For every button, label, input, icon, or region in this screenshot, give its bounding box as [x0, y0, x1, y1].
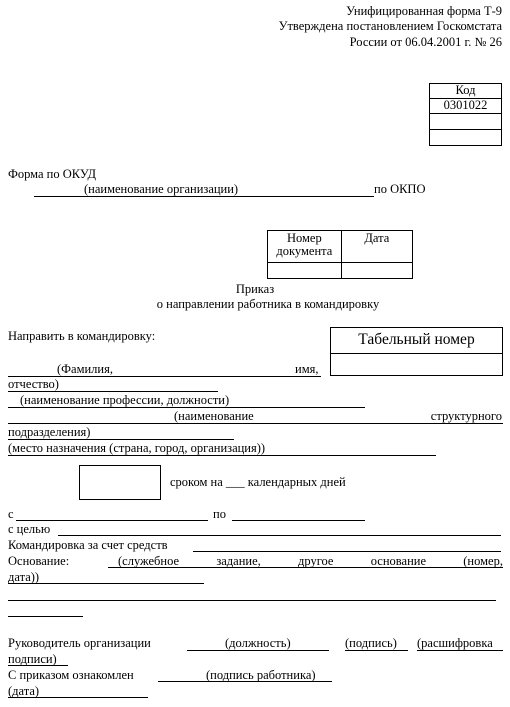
date-to-line[interactable]: [232, 520, 365, 521]
profession-line[interactable]: [8, 407, 365, 408]
code-okpo-cell[interactable]: [429, 113, 502, 130]
doc-number-header: Номер документа: [267, 230, 342, 263]
fio-line[interactable]: [8, 376, 321, 377]
basis-line-4[interactable]: [8, 616, 83, 617]
code-extra-cell[interactable]: [429, 129, 502, 146]
doc-number-cell[interactable]: [267, 262, 342, 279]
fio-surname-caption: (Фамилия,: [57, 362, 113, 376]
head-decoding-line-2[interactable]: [8, 665, 68, 666]
ack-signature-caption: (подпись работника): [206, 668, 316, 682]
doc-date-header: Дата: [340, 230, 414, 263]
destination-caption: (место назначения (страна, город, органи…: [8, 441, 266, 455]
basis-caption-5: (номер,: [463, 554, 503, 568]
subdivision-caption-1: (наименование: [174, 409, 254, 423]
doc-date-cell[interactable]: [340, 262, 414, 279]
basis-line-2[interactable]: [8, 583, 204, 584]
code-table: Код 0301022: [429, 83, 502, 146]
subdivision-caption-3: подразделения): [8, 425, 91, 439]
org-name-line[interactable]: [34, 196, 374, 197]
basis-label: Основание:: [8, 554, 70, 568]
subdivision-caption-2: структурного: [430, 409, 502, 423]
subdivision-line-2[interactable]: [8, 439, 234, 440]
code-label: Код: [429, 83, 502, 99]
term-days-box[interactable]: [79, 465, 161, 500]
form-header-line-1: Унифицированная форма Т-9: [346, 4, 502, 18]
head-signature-caption: (подпись): [345, 636, 397, 650]
basis-line[interactable]: [108, 567, 503, 568]
tab-number-value[interactable]: [331, 354, 502, 375]
basis-caption-3: другое: [298, 554, 334, 568]
form-header-line-3: России от 06.04.2001 г. № 26: [349, 35, 502, 49]
head-decoding-caption: (расшифровка: [417, 636, 493, 650]
profession-caption: (наименование профессии, должности): [20, 393, 230, 407]
purpose-label: с целью: [8, 522, 51, 536]
head-position-line[interactable]: [187, 650, 329, 651]
purpose-line[interactable]: [58, 535, 501, 536]
date-from-line[interactable]: [16, 520, 208, 521]
date-to-label: по: [213, 507, 226, 521]
doc-number-date-table: Номер документа Дата: [267, 230, 414, 279]
head-position-caption: (должность): [225, 636, 291, 650]
send-label: Направить в командировку:: [8, 329, 156, 343]
term-label: сроком на ___ календарных дней: [170, 475, 346, 489]
head-decoding-line[interactable]: [417, 650, 503, 651]
basis-caption-row: (служебное задание, другое основание (но…: [118, 554, 503, 568]
basis-caption-6: дата)): [8, 570, 40, 584]
order-title: Приказ: [235, 282, 275, 296]
basis-caption-2: задание,: [216, 554, 261, 568]
tab-number-label: Табельный номер: [358, 331, 475, 348]
funding-label: Командировка за счет средств: [8, 538, 168, 552]
order-subtitle: о направлении работника в командировку: [156, 297, 380, 311]
tab-number-box: [330, 327, 503, 376]
basis-caption-4: основание: [370, 554, 426, 568]
date-from-label: с: [8, 507, 14, 521]
fio-name-caption: имя,: [295, 362, 319, 376]
fio-patronymic-caption: отчество): [8, 377, 59, 391]
form-okud-label: Форма по ОКУД: [8, 167, 96, 181]
basis-caption-1: (служебное: [118, 554, 180, 568]
ack-date-caption: (дата): [8, 684, 40, 698]
ack-signature-line[interactable]: [158, 681, 332, 682]
form-header-line-2: Утверждена постановлением Госкомстата: [278, 19, 502, 33]
subdivision-line[interactable]: [8, 423, 503, 424]
funding-line[interactable]: [193, 551, 501, 552]
org-name-caption: (наименование организации): [84, 182, 239, 196]
tab-number-divider: [330, 353, 502, 354]
fio-line-2[interactable]: [8, 391, 218, 392]
ack-date-line[interactable]: [8, 697, 148, 698]
okpo-label: по ОКПО: [374, 182, 426, 196]
head-decoding-caption-2: подписи): [8, 652, 57, 666]
code-okud-value: 0301022: [429, 98, 502, 114]
head-signature-line[interactable]: [345, 650, 408, 651]
destination-line[interactable]: [8, 455, 436, 456]
ack-label: С приказом ознакомлен: [8, 668, 134, 682]
head-label: Руководитель организации: [8, 636, 151, 650]
basis-line-3[interactable]: [8, 600, 496, 601]
